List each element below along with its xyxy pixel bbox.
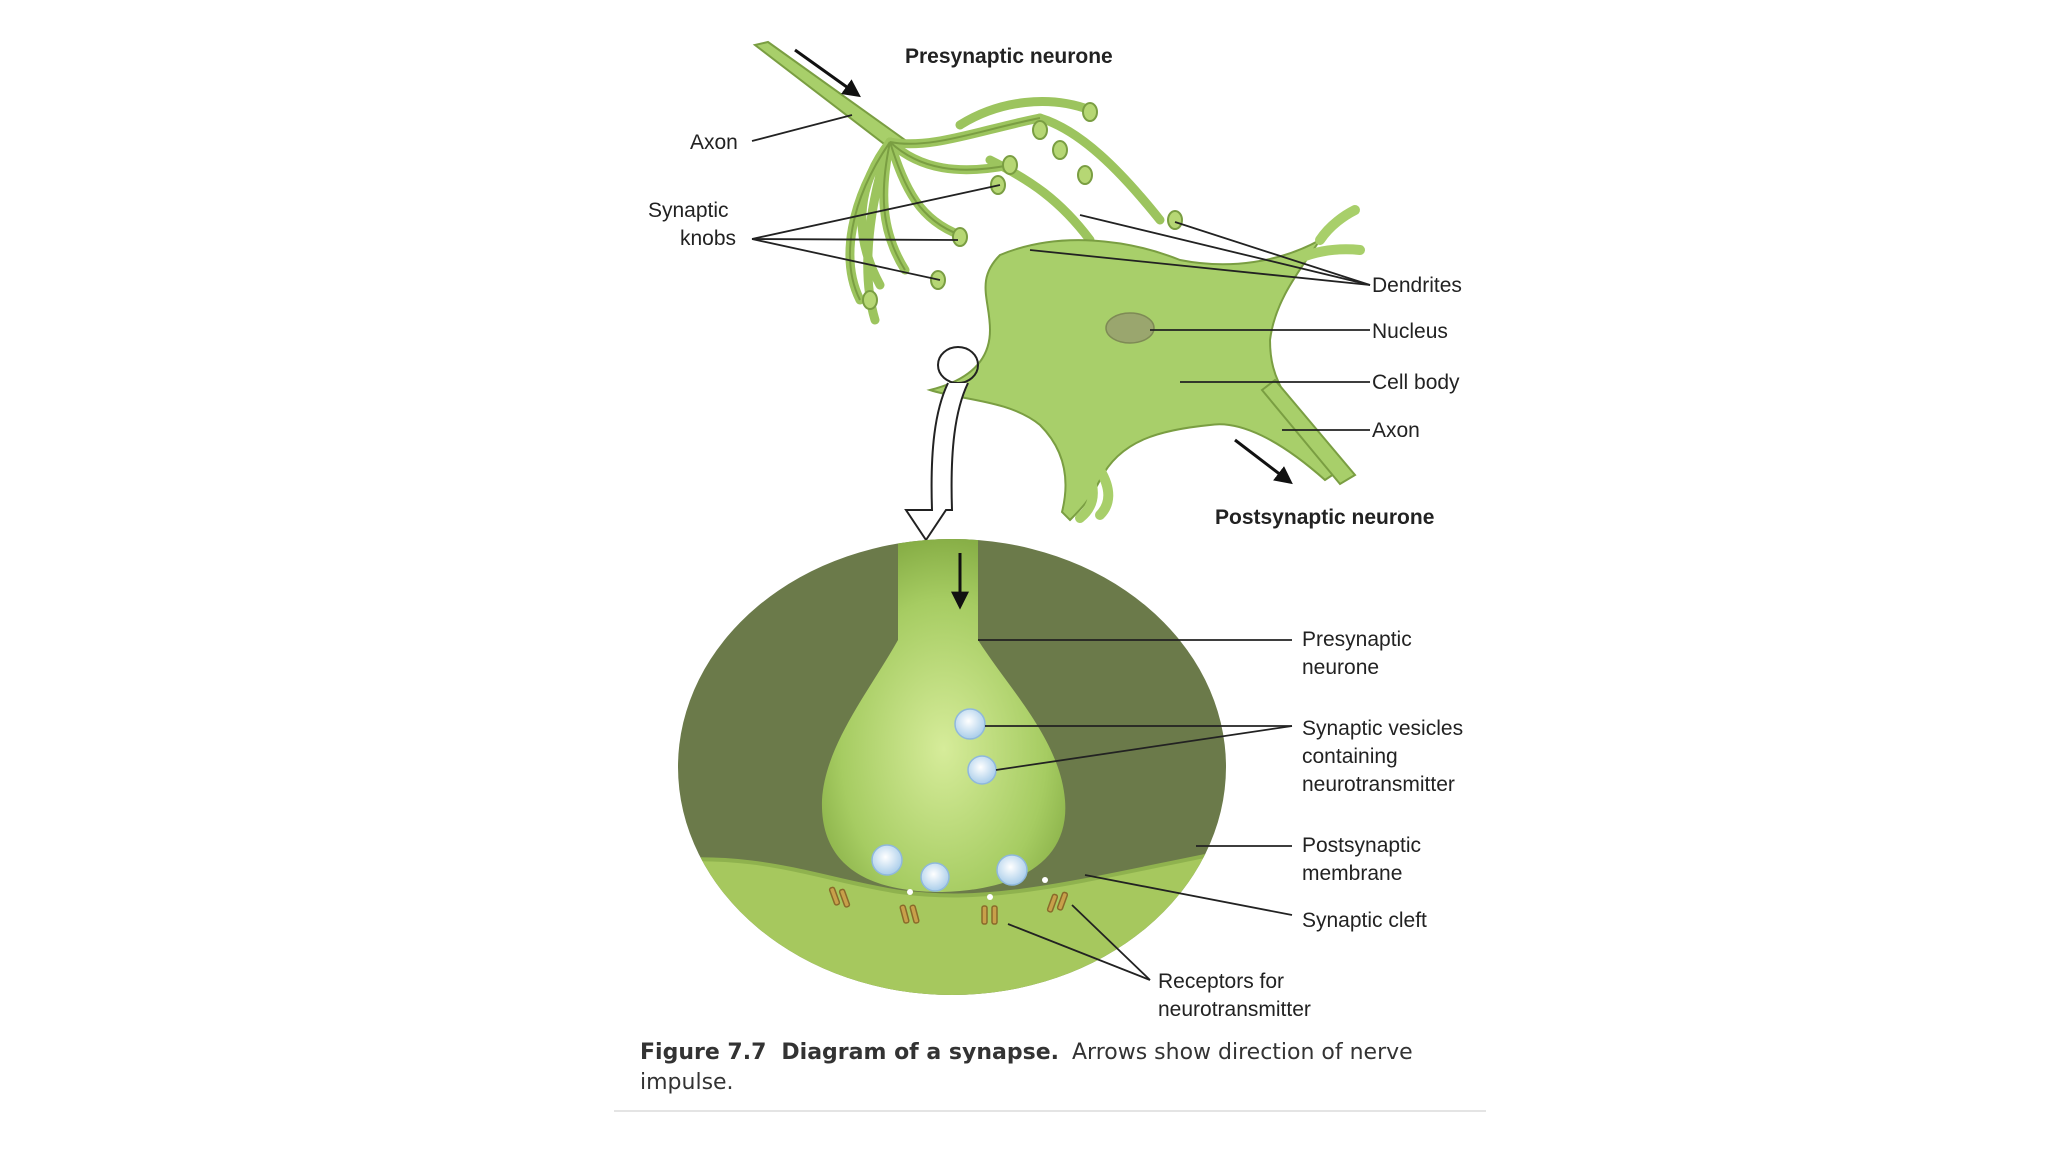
label-presynaptic-neurone-detail-line1: Presynaptic bbox=[1302, 628, 1412, 651]
synapse-magnified-view bbox=[678, 539, 1226, 995]
figure-number: Figure 7.7 bbox=[640, 1040, 767, 1065]
label-postsynaptic-membrane-line1: Postsynaptic bbox=[1302, 834, 1421, 857]
label-receptors-line2: neurotransmitter bbox=[1158, 998, 1311, 1021]
label-dendrites: Dendrites bbox=[1372, 274, 1462, 297]
magnified-region-circle bbox=[937, 346, 979, 384]
label-synaptic-knobs-line2: knobs bbox=[680, 227, 736, 250]
label-synaptic-vesicles-line1: Synaptic vesicles bbox=[1302, 717, 1463, 740]
figure-caption-text: Arrows show direction of nerve impulse. bbox=[640, 1040, 1413, 1095]
label-presynaptic-neurone-top: Presynaptic neurone bbox=[905, 45, 1113, 68]
magnification-arrow bbox=[904, 382, 969, 542]
impulse-direction-arrows bbox=[794, 48, 1293, 485]
label-synaptic-knobs-line1: Synaptic bbox=[648, 199, 729, 222]
figure-title: Diagram of a synapse. bbox=[781, 1040, 1059, 1065]
leader-lines bbox=[751, 114, 1371, 981]
label-synaptic-vesicles-line3: neurotransmitter bbox=[1302, 773, 1455, 796]
label-nucleus: Nucleus bbox=[1372, 320, 1448, 343]
synaptic-vesicles bbox=[871, 708, 1048, 900]
label-receptors-line1: Receptors for bbox=[1158, 970, 1284, 993]
label-axon-bottom: Axon bbox=[1372, 419, 1420, 442]
label-synaptic-vesicles-line2: containing bbox=[1302, 745, 1398, 768]
nucleus-shape bbox=[1105, 312, 1155, 344]
caption-divider bbox=[614, 1110, 1486, 1112]
label-cell-body: Cell body bbox=[1372, 371, 1460, 394]
label-synaptic-cleft: Synaptic cleft bbox=[1302, 909, 1427, 932]
label-presynaptic-neurone-detail-line2: neurone bbox=[1302, 656, 1379, 679]
postsynaptic-neuron-illustration bbox=[926, 205, 1365, 523]
label-postsynaptic-neurone: Postsynaptic neurone bbox=[1215, 506, 1434, 529]
receptors bbox=[828, 886, 1069, 925]
figure-caption: Figure 7.7 Diagram of a synapse. Arrows … bbox=[640, 1038, 1470, 1098]
label-postsynaptic-membrane-line2: membrane bbox=[1302, 862, 1402, 885]
presynaptic-neuron-illustration bbox=[752, 40, 1183, 350]
label-axon-top: Axon bbox=[690, 131, 738, 154]
